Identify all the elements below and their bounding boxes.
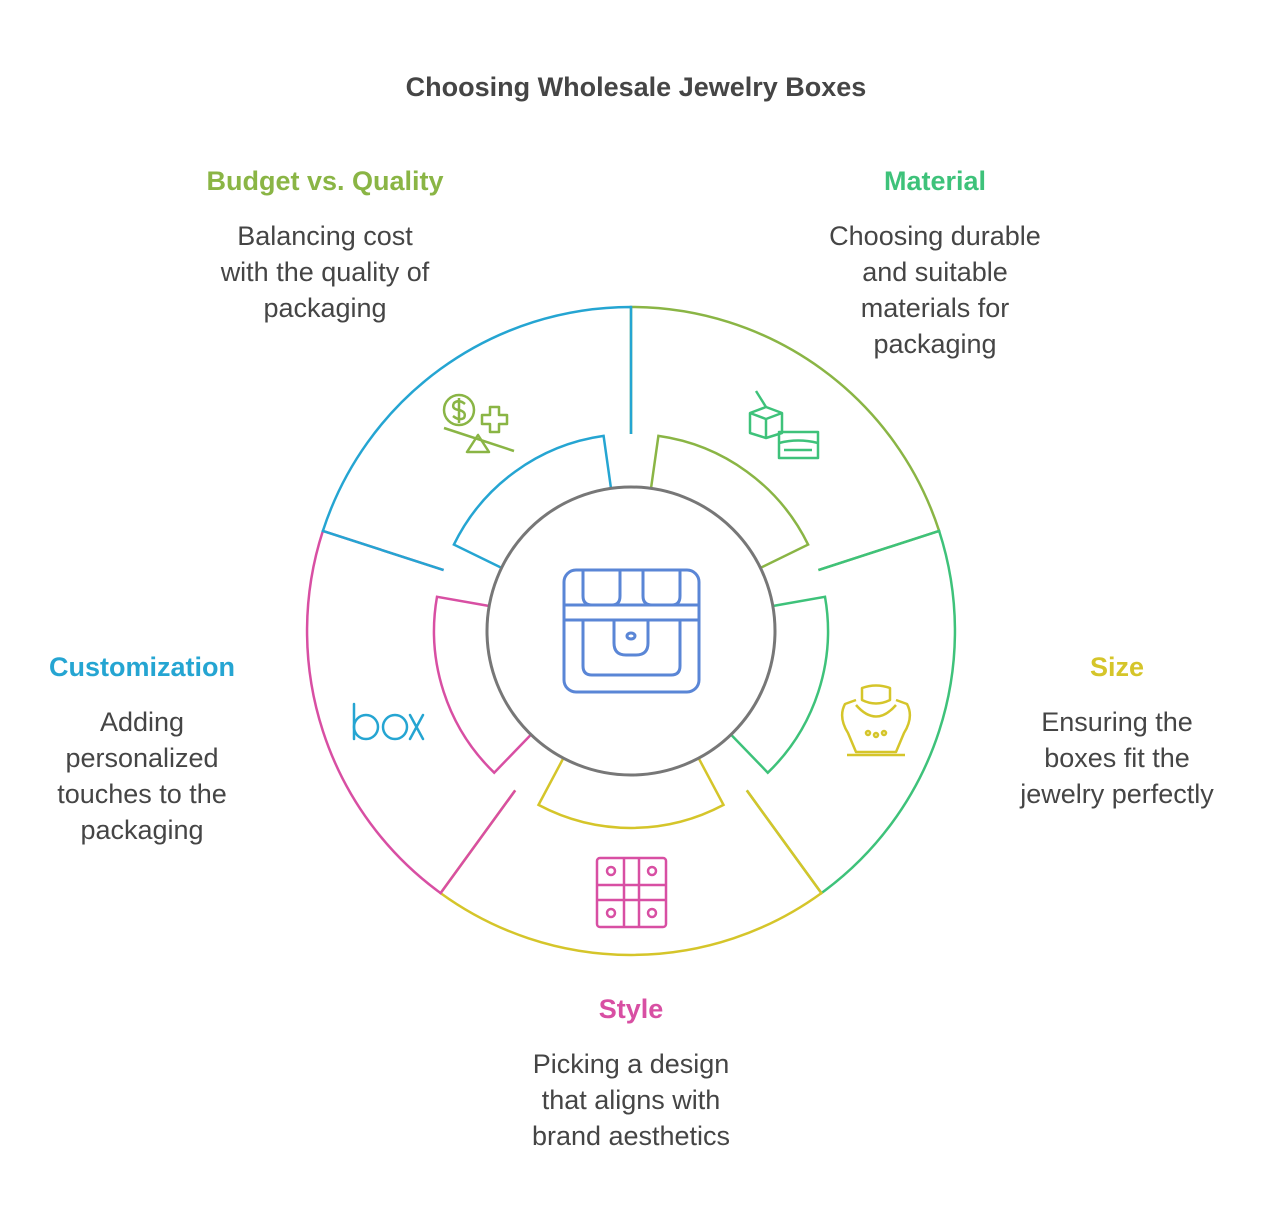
segment-size <box>438 757 824 957</box>
board-pattern-icon <box>595 856 668 929</box>
center-circle <box>485 485 777 777</box>
segment-description-customization: Adding personalized touches to the packa… <box>57 707 227 845</box>
necklace-bust-icon <box>840 684 912 757</box>
segment-title-style: Style <box>598 994 664 1024</box>
diagram-title: Choosing Wholesale Jewelry Boxes <box>405 72 867 102</box>
balance-dollar-plus-icon <box>442 393 515 454</box>
segment-description-size: Ensuring the boxes fit the jewelry perfe… <box>1020 707 1214 809</box>
segment-title-budget: Budget vs. Quality <box>206 166 444 196</box>
segment-style <box>305 529 532 895</box>
segment-budget <box>629 305 941 572</box>
treasure-chest-icon <box>562 568 701 694</box>
segment-title-material: Material <box>883 166 987 196</box>
segment-material <box>730 529 957 895</box>
boxes-material-icon <box>748 390 820 460</box>
segment-customization <box>321 305 633 572</box>
segment-description-style: Picking a design that aligns with brand … <box>531 1049 731 1151</box>
segment-description-material: Choosing durable and suitable materials … <box>829 221 1041 359</box>
segment-title-customization: Customization <box>49 652 235 682</box>
segment-title-size: Size <box>1089 652 1145 682</box>
box-logo-icon <box>352 702 425 741</box>
segment-description-budget: Balancing cost with the quality of packa… <box>220 221 430 323</box>
